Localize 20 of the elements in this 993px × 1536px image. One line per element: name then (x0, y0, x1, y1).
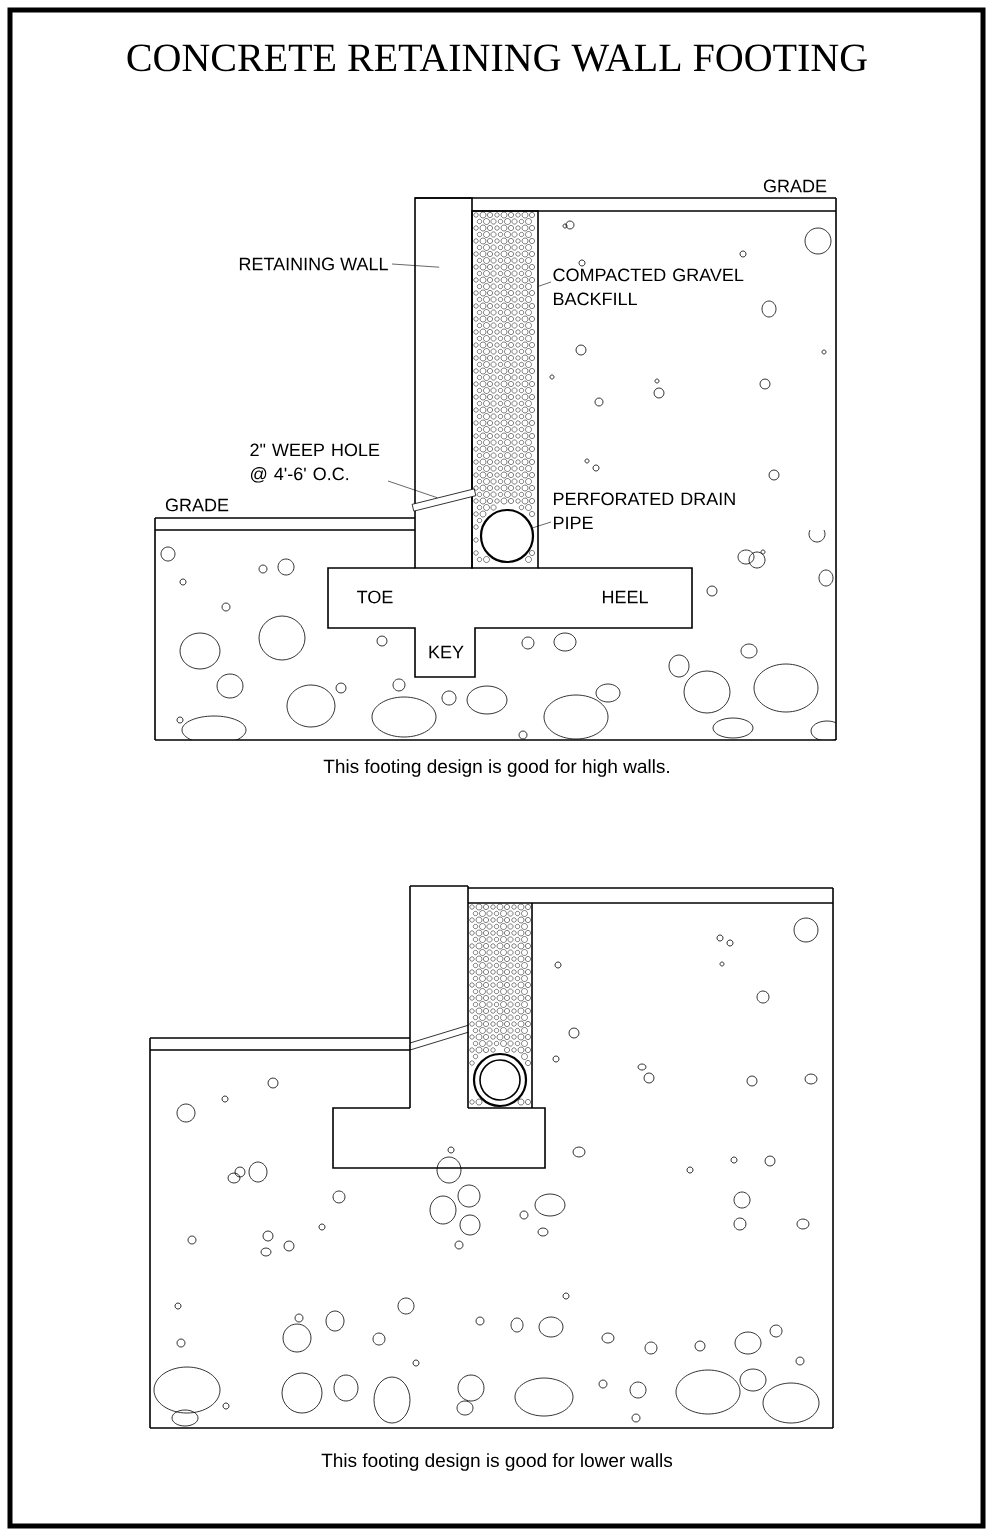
part-label: TOE (357, 590, 393, 604)
weep-hole (411, 488, 477, 512)
drain-pipe (479, 508, 535, 564)
caption: This footing design is good for high walls. (323, 759, 669, 777)
caption: This footing design is good for lower walls (321, 1453, 673, 1471)
leader-line (387, 480, 438, 498)
grade-label: GRADE (763, 179, 827, 193)
title: CONCRETE RETAINING WALL FOOTING (127, 44, 867, 72)
callout-text: COMPACTED GRAVEL BACKFILL (553, 268, 744, 306)
gravel-backfill (471, 210, 539, 569)
retaining-wall (414, 197, 473, 569)
callout-text: 2" WEEP HOLE @ 4'-6' O.C. (250, 443, 380, 483)
grade-label: GRADE (165, 498, 229, 512)
leader-line (532, 521, 552, 529)
leader-line (538, 281, 552, 287)
leader-line (391, 263, 440, 268)
callout-text: PERFORATED DRAIN PIPE (554, 492, 735, 530)
part-label: HEEL (602, 590, 648, 604)
part-label: KEY (429, 645, 464, 659)
callout-text: RETAINING WALL (239, 257, 388, 271)
